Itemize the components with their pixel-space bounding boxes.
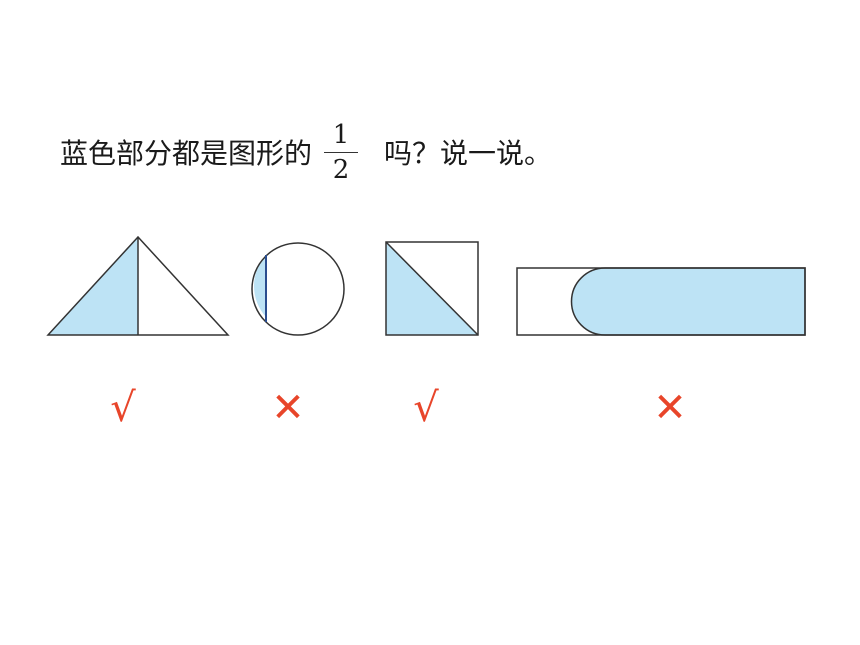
square-outline xyxy=(385,241,479,336)
circle-shaded-segment xyxy=(253,255,266,317)
fraction-one-half: 1 2 xyxy=(324,119,359,185)
rectangle-outline xyxy=(516,267,806,336)
mark-rectangle-cross: ✕ xyxy=(653,385,687,431)
square-diagonal xyxy=(385,241,479,336)
circle-shape xyxy=(251,242,345,336)
mark-square-check: √ xyxy=(413,385,439,431)
question-line: 蓝色部分都是图形的 1 2 吗？说一说。 xyxy=(60,112,552,192)
triangle-shape xyxy=(46,235,230,336)
fraction-numerator: 1 xyxy=(332,119,350,150)
rectangle-shape xyxy=(516,267,806,336)
fraction-bar xyxy=(324,151,359,153)
square-shape xyxy=(385,241,479,336)
circle-outline xyxy=(251,242,345,336)
fraction-denominator: 2 xyxy=(332,154,350,185)
rectangle-shaded-part xyxy=(570,267,806,336)
question-text-before: 蓝色部分都是图形的 xyxy=(60,137,313,170)
question-text-after: 吗？说一说。 xyxy=(384,137,553,170)
mark-circle-cross: ✕ xyxy=(271,385,305,431)
mark-triangle-check: √ xyxy=(110,385,136,431)
